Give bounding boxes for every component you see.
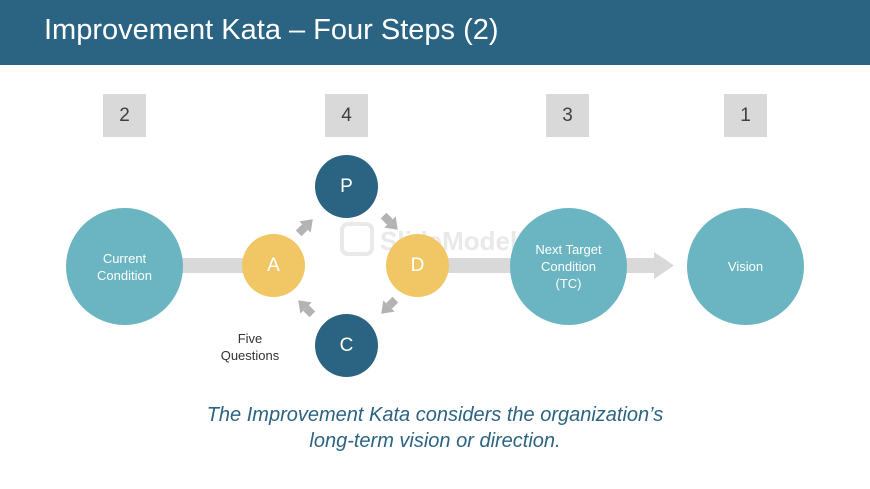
connector-current-to-act — [180, 258, 246, 273]
do-label: D — [410, 254, 425, 276]
arrow-to-vision-icon — [654, 252, 674, 279]
caption-text: The Improvement Kata considers the organ… — [206, 404, 664, 452]
header-bar: Improvement Kata – Four Steps (2) — [0, 0, 870, 65]
act-label: A — [267, 254, 280, 276]
step-number-current: 2 — [103, 94, 146, 137]
arrow-act-to-plan-icon — [295, 219, 313, 237]
check-circle: C — [315, 314, 378, 377]
arrow-do-to-check-icon — [381, 296, 399, 314]
check-label: C — [339, 334, 354, 356]
next-target-condition-circle: Next Target Condition (TC) — [510, 208, 627, 325]
vision-circle: Vision — [687, 208, 804, 325]
step-number-pdca: 4 — [325, 94, 368, 137]
do-circle: D — [386, 234, 449, 297]
arrow-check-to-act-icon — [298, 300, 316, 318]
current-condition-circle: Current Condition — [66, 208, 183, 325]
step-number-vision: 1 — [724, 94, 767, 137]
arrow-plan-to-do-icon — [380, 212, 398, 230]
next-target-condition-label: Next Target Condition (TC) — [535, 242, 602, 291]
plan-label: P — [340, 175, 353, 197]
act-circle: A — [242, 234, 305, 297]
five-questions-label: Five Questions — [220, 331, 280, 363]
plan-circle: P — [315, 155, 378, 218]
step-number-target: 3 — [546, 94, 589, 137]
connector-do-to-target — [446, 258, 512, 273]
current-condition-label: Current Condition — [97, 250, 152, 283]
vision-label: Vision — [727, 259, 764, 274]
slide-title: Improvement Kata – Four Steps (2) — [44, 14, 499, 46]
connector-target-to-vision — [626, 258, 656, 273]
